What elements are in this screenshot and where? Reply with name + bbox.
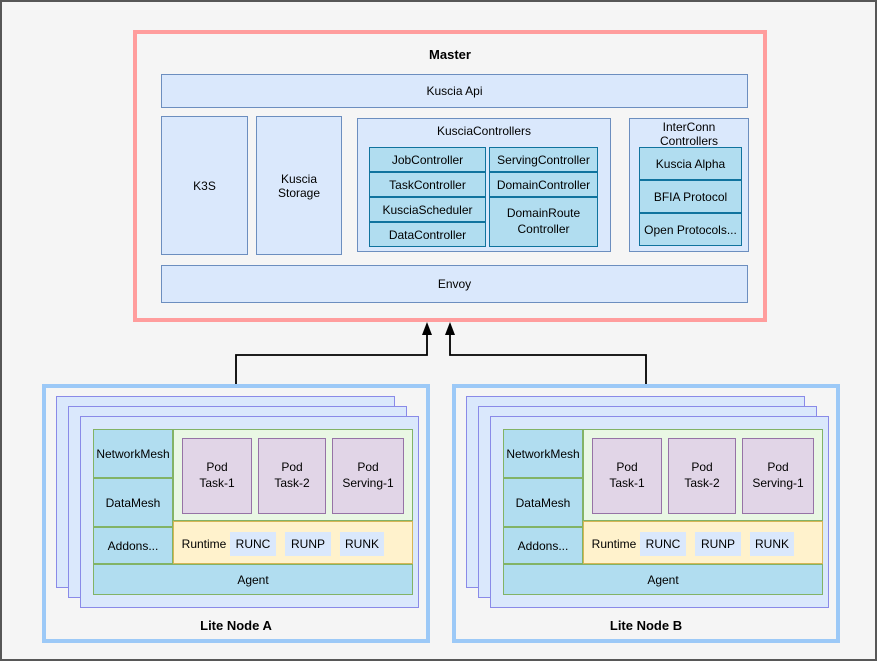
kuscia-storage-box: Kuscia Storage xyxy=(256,116,342,255)
kuscia-controllers-title: KusciaControllers xyxy=(436,123,532,138)
pod-serving-1-box: Pod Serving-1 xyxy=(742,438,814,514)
pod-label: Pod xyxy=(691,460,713,475)
datamesh-cell: DataMesh xyxy=(93,478,173,527)
runtime-label: Runtime xyxy=(591,536,637,551)
pod-label: Pod xyxy=(616,460,638,475)
lite-node-b-box: NetworkMesh DataMesh Addons... Pod Task-… xyxy=(452,384,840,643)
master-box: Master Kuscia Api K3S Kuscia Storage Kus… xyxy=(133,30,767,322)
pod-label: Pod xyxy=(281,460,303,475)
data-controller-box: DataController xyxy=(369,222,486,247)
serving-controller-box: ServingController xyxy=(489,147,598,172)
k3s-box: K3S xyxy=(161,116,248,255)
pod-label: Pod xyxy=(357,460,379,475)
arrowhead-left-icon xyxy=(422,322,432,335)
lite-node-a-box: NetworkMesh DataMesh Addons... Pod Task-… xyxy=(42,384,430,643)
pod-serving-1-box: Pod Serving-1 xyxy=(332,438,404,514)
pod-label: Serving-1 xyxy=(342,476,394,490)
pod-label: Task-2 xyxy=(274,476,310,490)
runtime-label: Runtime xyxy=(181,536,227,551)
runc-box: RUNC xyxy=(640,532,686,556)
runk-box: RUNK xyxy=(750,532,794,556)
runtime-area: Runtime RUNC RUNP RUNK xyxy=(173,521,413,564)
bfia-protocol-box: BFIA Protocol xyxy=(639,180,742,213)
runp-box: RUNP xyxy=(285,532,331,556)
addons-cell: Addons... xyxy=(503,527,583,564)
pod-task-1-box: Pod Task-1 xyxy=(592,438,662,514)
networkmesh-cell: NetworkMesh xyxy=(93,429,173,478)
arrowhead-right-icon xyxy=(445,322,455,335)
open-protocols-box: Open Protocols... xyxy=(639,213,742,246)
runc-box: RUNC xyxy=(230,532,276,556)
domain-route-controller-box: DomainRoute Controller xyxy=(489,197,598,247)
pod-label: Pod xyxy=(767,460,789,475)
arrow-lite-a-to-master xyxy=(235,334,428,384)
arrow-lite-b-to-master xyxy=(449,334,647,384)
pod-task-1-box: Pod Task-1 xyxy=(182,438,252,514)
pods-area: Pod Task-1 Pod Task-2 Pod Serving-1 xyxy=(583,429,823,521)
pod-task-2-box: Pod Task-2 xyxy=(258,438,326,514)
runk-box: RUNK xyxy=(340,532,384,556)
agent-bar: Agent xyxy=(93,564,413,595)
addons-cell: Addons... xyxy=(93,527,173,564)
datamesh-cell: DataMesh xyxy=(503,478,583,527)
lite-node-a-front-layer: NetworkMesh DataMesh Addons... Pod Task-… xyxy=(80,416,419,608)
pod-label: Task-2 xyxy=(684,476,720,490)
interconn-controllers-title: InterConn Controllers xyxy=(659,120,719,148)
lite-node-b-front-layer: NetworkMesh DataMesh Addons... Pod Task-… xyxy=(490,416,829,608)
agent-bar: Agent xyxy=(503,564,823,595)
envoy-box: Envoy xyxy=(161,265,748,303)
interconn-controllers-box: InterConn Controllers Kuscia Alpha BFIA … xyxy=(629,118,749,252)
kuscia-api-box: Kuscia Api xyxy=(161,74,748,108)
domain-controller-box: DomainController xyxy=(489,172,598,197)
pod-label: Task-1 xyxy=(199,476,235,490)
master-title: Master xyxy=(429,46,471,62)
runtime-area: Runtime RUNC RUNP RUNK xyxy=(583,521,823,564)
pod-label: Serving-1 xyxy=(752,476,804,490)
task-controller-box: TaskController xyxy=(369,172,486,197)
networkmesh-cell: NetworkMesh xyxy=(503,429,583,478)
pods-area: Pod Task-1 Pod Task-2 Pod Serving-1 xyxy=(173,429,413,521)
kuscia-scheduler-box: KusciaScheduler xyxy=(369,197,486,222)
pod-task-2-box: Pod Task-2 xyxy=(668,438,736,514)
pod-label: Pod xyxy=(206,460,228,475)
lite-node-a-title: Lite Node A xyxy=(200,617,272,633)
lite-node-b-title: Lite Node B xyxy=(609,617,683,633)
pod-label: Task-1 xyxy=(609,476,645,490)
job-controller-box: JobController xyxy=(369,147,486,172)
kuscia-alpha-box: Kuscia Alpha xyxy=(639,147,742,180)
kuscia-controllers-box: KusciaControllers JobController TaskCont… xyxy=(357,118,611,252)
runp-box: RUNP xyxy=(695,532,741,556)
